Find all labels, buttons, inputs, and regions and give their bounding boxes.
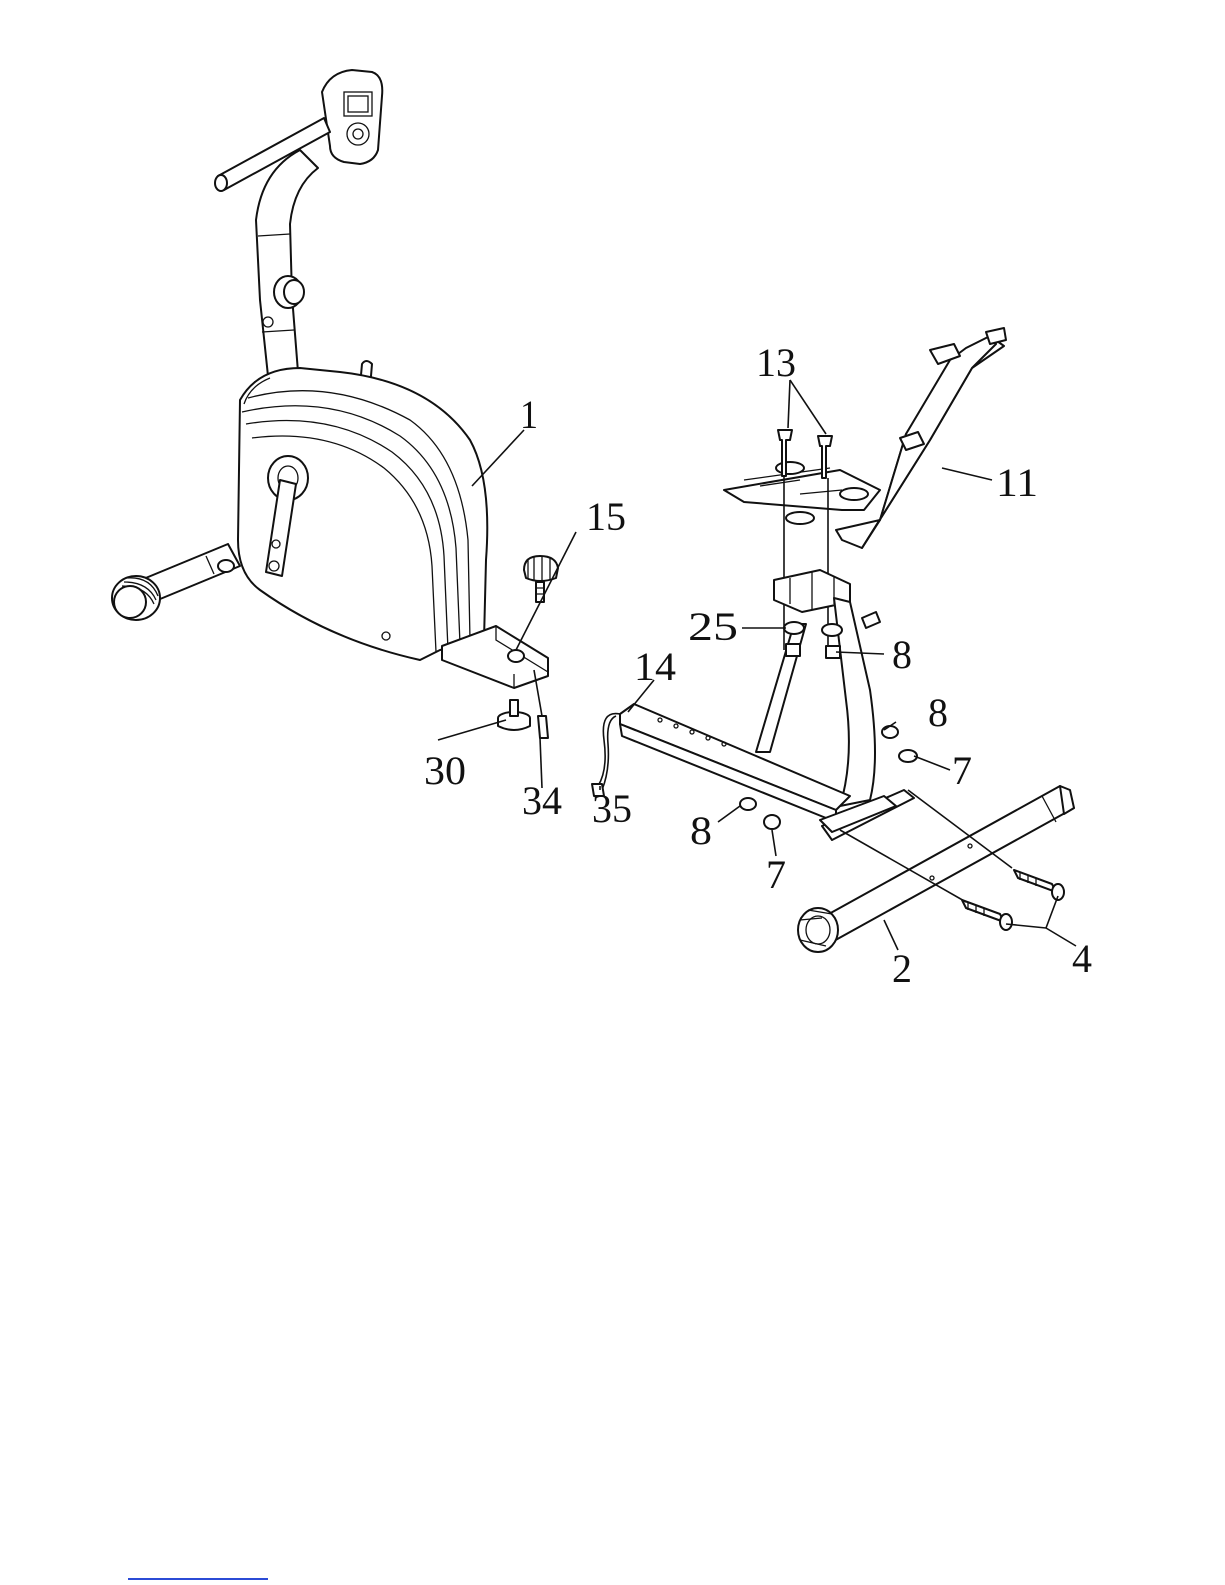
shroud: [238, 368, 487, 660]
label-part-14: 14: [634, 644, 676, 689]
leveling-foot-part-30: [498, 700, 530, 730]
main-frame-part-1: [112, 70, 548, 738]
label-part-7-right: 7: [952, 748, 972, 793]
label-part-8-right: 8: [928, 690, 948, 735]
label-part-30: 30: [424, 748, 466, 793]
label-part-7-lower: 7: [766, 852, 786, 897]
label-part-11: 11: [996, 460, 1038, 505]
label-part-2: 2: [892, 946, 912, 991]
label-part-8-lower: 8: [690, 808, 712, 853]
rear-stabilizer-stub: [112, 544, 240, 620]
handlebar-post: [256, 150, 318, 376]
label-part-4: 4: [1072, 936, 1092, 981]
label-part-15: 15: [586, 494, 626, 539]
label-part-34: 34: [522, 778, 562, 823]
console-display: [322, 70, 382, 164]
label-part-35: 35: [592, 786, 632, 831]
bolts-part-13: [778, 430, 832, 650]
label-part-25: 25: [688, 604, 738, 649]
label-part-13: 13: [756, 340, 796, 385]
front-tube-stub: [442, 626, 548, 738]
label-part-1: 1: [520, 392, 538, 437]
footer-underline: [128, 1578, 268, 1580]
label-part-8-upper: 8: [892, 632, 912, 677]
